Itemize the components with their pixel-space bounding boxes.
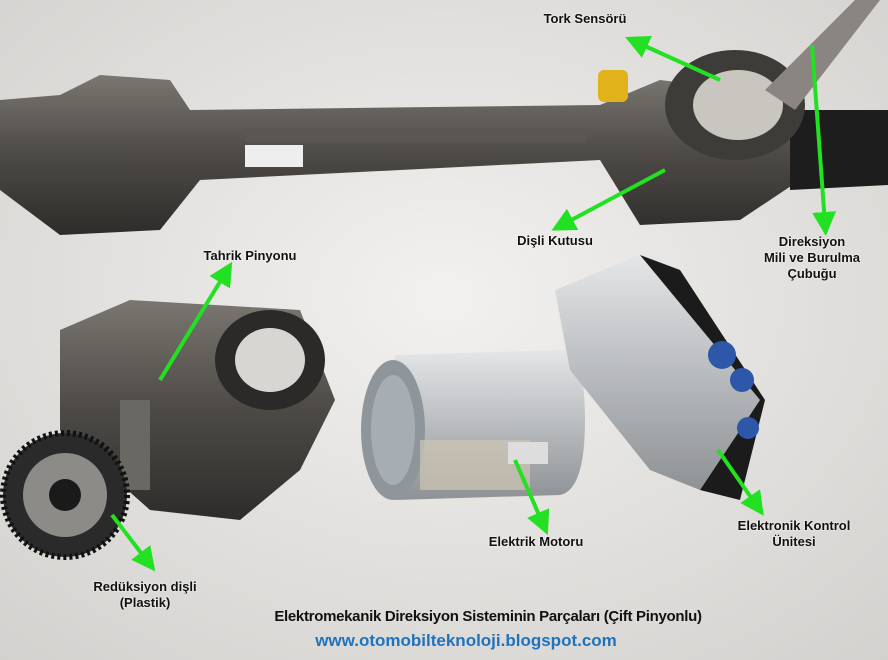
arrow-reduction-gear <box>110 513 156 572</box>
caption-title: Elektromekanik Direksiyon Sisteminin Par… <box>274 608 702 625</box>
arrow-drive-pinion <box>158 261 233 382</box>
label-line: Çubuğu <box>787 266 837 281</box>
label-electric-motor: Elektrik Motoru <box>488 534 584 549</box>
label-line: Direksiyon <box>778 234 846 249</box>
ecu-unit <box>555 255 765 500</box>
gear-housing <box>60 300 335 520</box>
electric-motor <box>361 350 585 500</box>
label-ecu: Elektronik Kontrol Ünitesi <box>738 518 851 550</box>
label-steering-shaft: Direksiyon Mili ve Burulma Çubuğu <box>764 234 860 282</box>
label-line: Redüksiyon dişli <box>93 579 197 594</box>
caption-url[interactable]: www.otomobilteknoloji.blogspot.com <box>315 631 617 650</box>
yellow-tag <box>598 70 628 102</box>
motor-barcode <box>508 442 548 464</box>
label-line: (Plastik) <box>119 595 171 610</box>
barcode-label <box>245 145 303 167</box>
label-torque-sensor: Tork Sensörü <box>543 11 627 26</box>
label-reduction-gear: Redüksiyon dişli (Plastik) <box>93 579 196 611</box>
reduction-gear <box>0 430 130 560</box>
label-drive-pinion: Tahrik Pinyonu <box>203 248 297 263</box>
label-line: Ünitesi <box>772 534 816 549</box>
label-gearbox: Dişli Kutusu <box>517 233 593 248</box>
arrow-torque-sensor <box>625 36 721 82</box>
arrow-ecu <box>716 448 764 516</box>
label-line: Elektronik Kontrol <box>737 518 851 533</box>
label-line: Mili ve Burulma <box>763 250 861 265</box>
annotation-arrows <box>110 36 837 572</box>
steering-rack <box>0 0 888 235</box>
rubber-boot <box>790 110 888 190</box>
arrow-steering-shaft <box>810 44 837 236</box>
steering-shaft <box>765 0 880 110</box>
arrow-gearbox <box>551 168 666 231</box>
arrow-electric-motor <box>513 459 550 535</box>
